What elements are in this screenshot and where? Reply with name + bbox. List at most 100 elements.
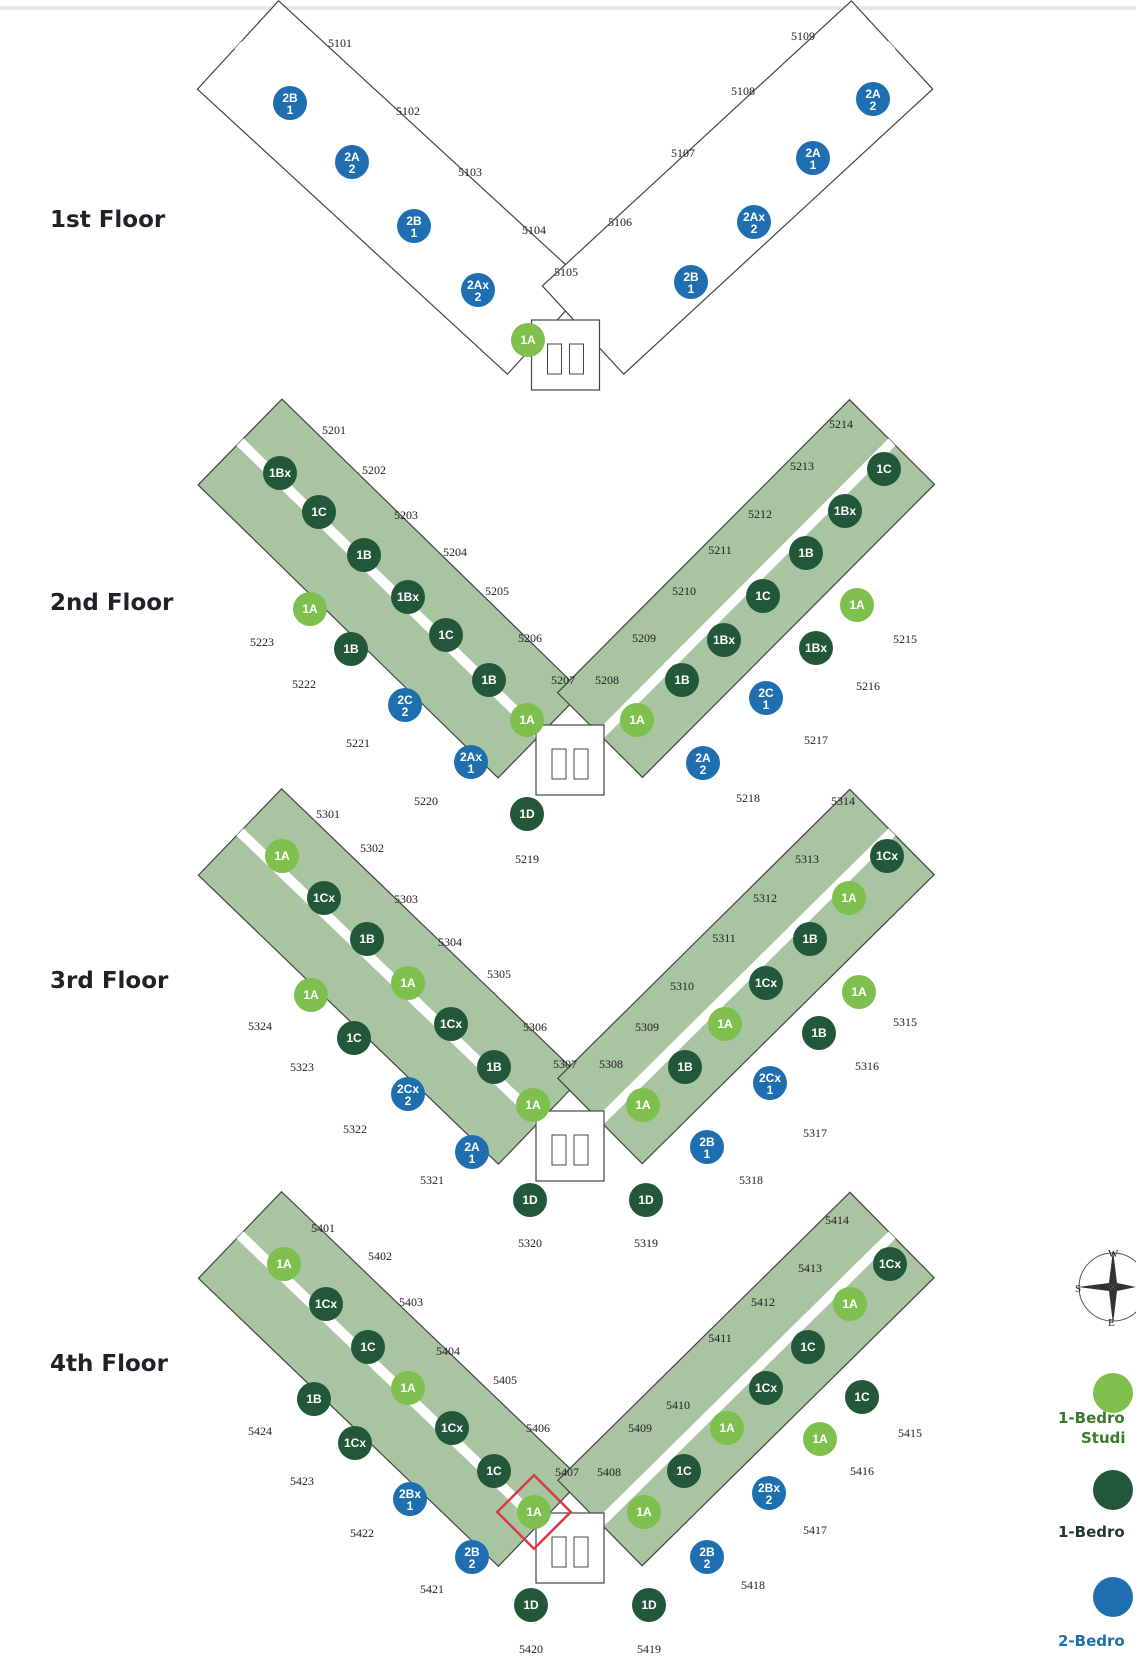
unit-type-code: 2B [282,91,298,105]
unit-type-sub: 2 [870,99,877,113]
compass-west-label: S [1075,1283,1081,1295]
unit-number-5411: 5411 [708,1331,732,1345]
unit-number-5217: 5217 [804,733,828,747]
unit-type-code: 1D [641,1598,657,1612]
unit-type-code: 2A [865,87,881,101]
legend-light-green-label2: Studi [1081,1429,1126,1447]
highlighted-unit [495,1473,573,1551]
unit-type-marker [667,1454,701,1488]
unit-type-code: 1C [438,628,454,642]
unit-type-code: 1Cx [441,1421,463,1435]
unit-number-5109: 5109 [791,29,815,43]
unit-type-marker [397,209,431,243]
lift-shaft [573,1134,589,1166]
unit-type-code: 1Cx [315,1297,337,1311]
unit-number-5314: 5314 [831,794,855,808]
unit-type-marker [513,1183,547,1217]
unit-number-5207: 5207 [551,673,575,687]
unit-type-code: 1Cx [313,891,335,905]
compass-north-label: W [1108,1248,1119,1260]
unit-number-5404: 5404 [436,1344,460,1358]
unit-type-marker [870,839,904,873]
unit-type-marker [511,323,545,357]
unit-type-marker [753,1066,787,1100]
unit-type-marker [510,797,544,831]
unit-number-5211: 5211 [708,543,732,557]
unit-type-code: 1A [851,985,867,999]
unit-type-sub: 2 [402,705,409,719]
unit-type-marker [267,1247,301,1281]
unit-number-5306: 5306 [523,1020,547,1034]
unit-type-sub: 1 [763,698,770,712]
unit-number-5216: 5216 [856,679,880,693]
unit-type-code: 1C [311,505,327,519]
unit-number-5309: 5309 [635,1020,659,1034]
unit-type-marker [516,1088,550,1122]
unit-type-marker [297,1382,331,1416]
unit-type-sub: 2 [469,1557,476,1571]
unit-type-marker [393,1482,427,1516]
unit-number-5413: 5413 [798,1261,822,1275]
unit-type-code: 1A [276,1257,292,1271]
unit-type-code: 2B [683,270,699,284]
unit-type-code: 1Bx [834,504,856,518]
floor-title-4: 4th Floor [50,1351,168,1377]
lift-shaft [547,343,562,375]
unit-type-marker [752,1476,786,1510]
core-stair-lift [535,1512,605,1584]
unit-number-5403: 5403 [399,1295,423,1309]
unit-type-marker [842,975,876,1009]
unit-type-marker [632,1588,666,1622]
unit-number-5214: 5214 [829,417,853,431]
unit-type-marker [708,1007,742,1041]
unit-type-code: 1A [719,1421,735,1435]
unit-number-5304: 5304 [438,935,462,949]
unit-type-code: 1Bx [805,641,827,655]
unit-number-5206: 5206 [518,631,542,645]
unit-type-marker [461,273,495,307]
unit-type-code: 1A [274,849,290,863]
unit-type-marker [350,922,384,956]
unit-type-sub: 1 [767,1083,774,1097]
unit-type-marker [302,495,336,529]
unit-number-5301: 5301 [316,807,340,821]
top-border [0,6,1136,10]
unit-type-code: 1C [346,1031,362,1045]
unit-number-5409: 5409 [628,1421,652,1435]
unit-type-marker [674,265,708,299]
unit-type-marker [388,688,422,722]
unit-type-code: 1A [400,1381,416,1395]
unit-type-code: 2Cx [759,1071,781,1085]
unit-number-5202: 5202 [362,463,386,477]
unit-type-marker [840,588,874,622]
unit-number-5412: 5412 [751,1295,775,1309]
unit-type-marker [477,1454,511,1488]
unit-type-sub: 2 [751,222,758,236]
unit-number-5405: 5405 [493,1373,517,1387]
unit-type-marker [620,703,654,737]
unit-number-5220: 5220 [414,794,438,808]
unit-type-marker [737,205,771,239]
unit-type-marker [686,746,720,780]
unit-number-5423: 5423 [290,1474,314,1488]
unit-type-code: 1Bx [397,590,419,604]
unit-type-code: 1C [876,462,892,476]
unit-type-marker [867,452,901,486]
unit-type-code: 1Cx [755,976,777,990]
unit-type-marker [791,1330,825,1364]
unit-type-marker [856,82,890,116]
unit-number-5424: 5424 [248,1424,272,1438]
unit-type-marker [510,703,544,737]
unit-number-5218: 5218 [736,791,760,805]
unit-number-5105: 5105 [554,265,578,279]
unit-type-sub: 1 [411,226,418,240]
unit-type-code: 2A [695,751,711,765]
unit-type-code: 2Bx [758,1481,780,1495]
corridor [596,438,896,739]
unit-type-marker [802,1016,836,1050]
unit-number-5223: 5223 [250,635,274,649]
unit-type-code: 1B [677,1060,693,1074]
unit-type-code: 1A [636,1505,652,1519]
